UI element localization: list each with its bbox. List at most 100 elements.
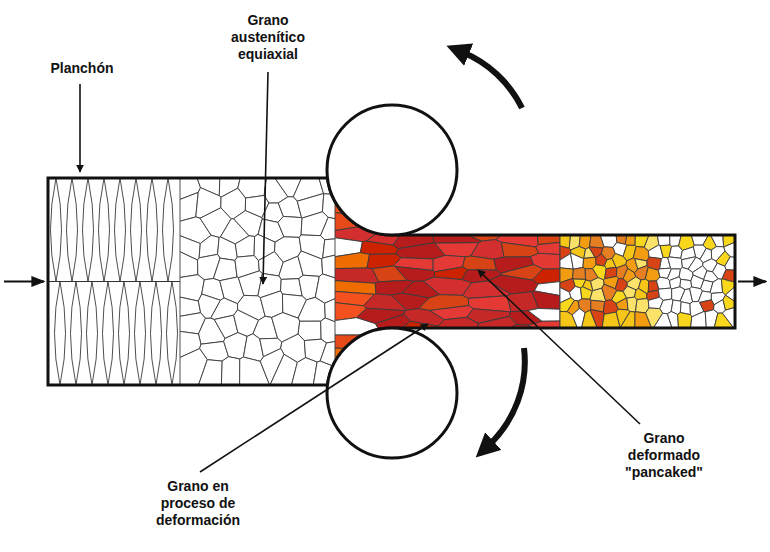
grain (538, 345, 560, 364)
grain (541, 362, 560, 374)
columnar-grain (67, 178, 78, 282)
grain (501, 189, 544, 205)
callout-label: Planchón (42, 60, 122, 77)
grain (711, 235, 724, 247)
grain (321, 217, 336, 239)
grain (278, 216, 302, 237)
leader-line (79, 84, 81, 172)
grain (536, 205, 560, 220)
grain (335, 253, 370, 269)
grain (634, 288, 646, 299)
grain (679, 267, 693, 280)
grain (180, 252, 198, 278)
grain (725, 257, 735, 270)
grain (471, 189, 506, 204)
grain (498, 371, 541, 385)
grain (278, 197, 301, 218)
grain (623, 286, 636, 298)
columnar-grain (119, 282, 130, 386)
grain (501, 242, 538, 257)
grain (440, 215, 476, 230)
grain (497, 219, 532, 234)
grain (710, 279, 722, 294)
columnar-grain (103, 282, 114, 386)
grain (657, 235, 670, 246)
top-roll (327, 105, 457, 235)
grain (593, 265, 607, 280)
exit-arrow (738, 281, 766, 283)
grain (667, 312, 678, 328)
grain (298, 251, 323, 276)
grain (260, 291, 282, 318)
columnar-grain (87, 282, 98, 386)
grain (722, 307, 735, 328)
grain (496, 360, 542, 374)
grain (468, 374, 520, 385)
grain (543, 178, 560, 191)
columnar-grain (99, 178, 110, 282)
columnar-grain (135, 282, 146, 386)
grain (471, 240, 504, 260)
rotation-arrow (488, 348, 525, 446)
grain (536, 242, 560, 254)
grain (488, 275, 538, 294)
grain (499, 336, 542, 349)
columnar-grain (163, 178, 174, 282)
columnar-grain (71, 282, 82, 386)
columnar-grain (83, 178, 94, 282)
grain (691, 311, 707, 328)
columnar-grain (147, 178, 158, 282)
grain (500, 348, 538, 363)
grain (625, 235, 635, 245)
grain (669, 246, 682, 258)
grain (298, 297, 325, 321)
grain (528, 308, 560, 321)
feed-arrow (4, 281, 44, 283)
grain (463, 256, 497, 270)
grain (235, 236, 254, 257)
grain (573, 267, 586, 279)
grain (620, 312, 635, 328)
leader-line (200, 324, 428, 472)
grain (438, 317, 479, 334)
columnar-grain (51, 178, 62, 282)
equiaxed-grains (180, 178, 336, 385)
columnar-grain (55, 282, 66, 386)
grain (445, 333, 486, 348)
grain (532, 291, 560, 309)
grain (616, 298, 628, 310)
grain (474, 201, 515, 214)
callout-label: Grano austenítico equiaxial (213, 12, 323, 62)
leader-line (263, 72, 268, 284)
leader-line (478, 270, 640, 424)
slab-centerline (48, 281, 180, 282)
grain (234, 211, 263, 237)
grain (678, 313, 692, 328)
callout-label: Grano en proceso de deformación (146, 478, 250, 528)
grain (507, 178, 543, 189)
columnar-grain (151, 282, 162, 386)
grain (243, 334, 263, 362)
grain (199, 360, 223, 385)
grain (458, 361, 497, 380)
recrystallized-grains (560, 235, 735, 328)
grain (292, 358, 318, 385)
columnar-grain (131, 178, 142, 282)
columnar-grain (115, 178, 126, 282)
grain (221, 357, 239, 385)
grain (258, 252, 283, 276)
rotation-arrow (462, 52, 522, 108)
grain (468, 178, 507, 191)
grain (571, 253, 584, 269)
grain (501, 205, 539, 221)
grain (529, 217, 560, 233)
grain (472, 330, 513, 346)
grain (360, 241, 398, 254)
grain (534, 190, 560, 206)
grain (475, 214, 507, 228)
callout-label: Grano deformado "pancaked" (612, 430, 716, 480)
grain (321, 318, 336, 343)
grain (460, 345, 503, 362)
columnar-grain (167, 282, 178, 386)
grain (668, 257, 683, 269)
